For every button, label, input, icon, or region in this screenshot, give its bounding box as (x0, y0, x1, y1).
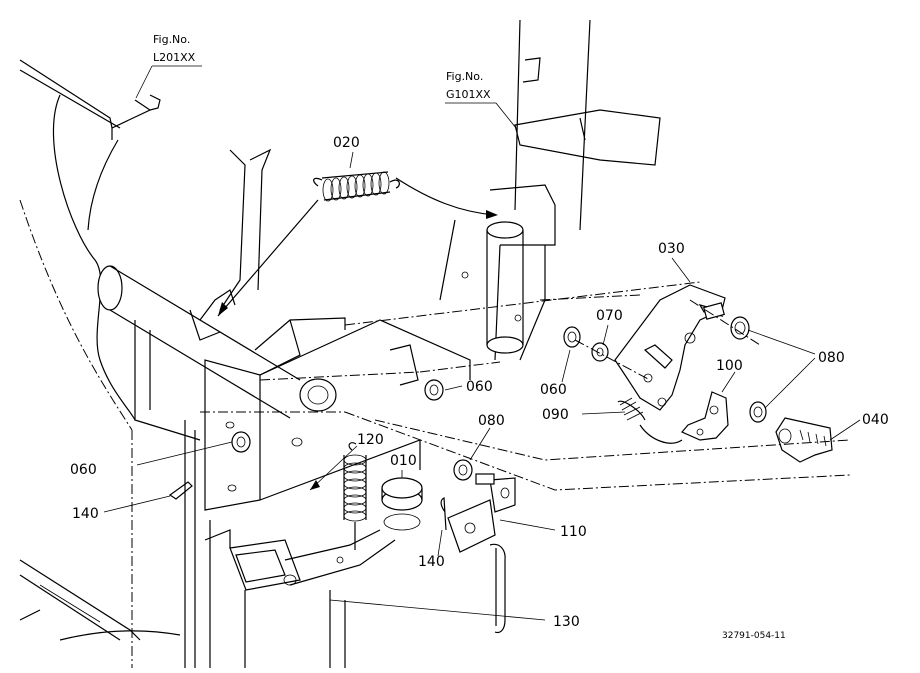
callout-100: 100 (716, 358, 743, 374)
callout-080: 080 (478, 413, 505, 429)
figure-ref-l201: Fig.No. L201XX (153, 33, 196, 64)
callout-020: 020 (333, 135, 360, 151)
nut-060-top (563, 326, 581, 348)
callout-140: 140 (418, 554, 445, 570)
washer-070 (591, 342, 609, 362)
callout-110: 110 (560, 524, 587, 540)
callout-090: 090 (542, 407, 569, 423)
washer-080-lower (749, 401, 767, 423)
callout-040: 040 (862, 412, 889, 428)
figure-ref-title: Fig.No. (153, 33, 190, 46)
pin-140-center (440, 497, 447, 531)
lower-lever-arm (204, 529, 396, 591)
callout-140: 140 (72, 506, 99, 522)
cam-plate-040 (775, 417, 833, 463)
bracket-110 (447, 473, 516, 553)
callout-030: 030 (658, 241, 685, 257)
cap-010 (381, 477, 423, 531)
callout-070: 070 (596, 308, 623, 324)
bracket-assembly (189, 148, 471, 511)
figure-ref-g101: Fig.No. G101XX (446, 70, 491, 101)
nut-060-left (231, 431, 251, 453)
spring-090 (617, 397, 683, 444)
pin-140-left (168, 481, 193, 500)
callout-120: 120 (357, 432, 384, 448)
callout-060: 060 (540, 382, 567, 398)
callout-130: 130 (553, 614, 580, 630)
main-shaft (97, 265, 301, 441)
callout-010: 010 (390, 453, 417, 469)
washer-080-center (453, 459, 473, 481)
drawing-code: 32791-054-11 (722, 631, 786, 641)
steering-column (439, 19, 661, 361)
washer-080-right (730, 316, 750, 340)
figure-ref-title: Fig.No. (446, 70, 483, 83)
callout-060: 060 (70, 462, 97, 478)
figure-ref-code: G101XX (446, 88, 491, 101)
spring-020 (217, 171, 498, 317)
lever-plate-030 (614, 284, 726, 411)
link-100 (681, 391, 729, 441)
rod-130 (489, 543, 506, 634)
callout-080: 080 (818, 350, 845, 366)
figure-ref-code: L201XX (153, 51, 196, 64)
assembly-lines (200, 281, 851, 491)
nut-060-center (424, 379, 444, 401)
callout-060: 060 (466, 379, 493, 395)
leader-lines (103, 65, 861, 621)
spring-120 (343, 442, 367, 550)
callout-labels: 020 030 070 060 060 060 080 080 100 090 … (70, 135, 889, 630)
